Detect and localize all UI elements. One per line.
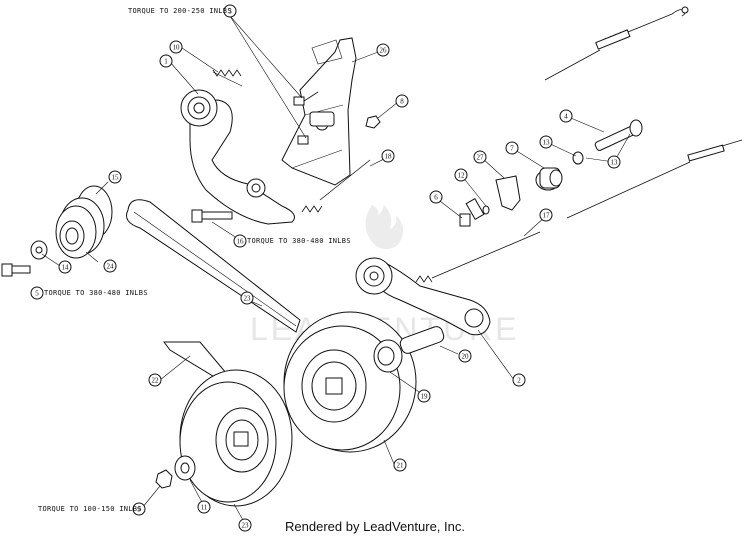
washer-13 <box>572 151 584 165</box>
nut-8 <box>365 115 381 129</box>
svg-text:23: 23 <box>242 522 250 530</box>
callout-22[interactable]: 22 <box>148 373 162 387</box>
svg-text:21: 21 <box>397 462 405 470</box>
svg-text:22: 22 <box>152 377 160 385</box>
callout-3[interactable]: 3 <box>223 4 237 18</box>
shaft-20 <box>399 326 445 354</box>
torque-note-9: TORQUE TO 100-150 INLBS <box>38 505 142 513</box>
svg-text:3: 3 <box>228 8 232 16</box>
bearing-19 <box>373 339 403 373</box>
callout-21[interactable]: 21 <box>393 458 407 472</box>
torque-note-16: TORQUE TO 380-480 INLBS <box>247 237 351 245</box>
callout-16[interactable]: 16 <box>233 234 247 248</box>
transmission-pulley <box>283 311 417 453</box>
callout-26[interactable]: 26 <box>376 43 390 57</box>
svg-text:18: 18 <box>385 153 393 161</box>
svg-text:27: 27 <box>477 154 485 162</box>
svg-text:9: 9 <box>137 506 141 514</box>
svg-text:5: 5 <box>35 290 39 298</box>
svg-text:16: 16 <box>237 238 245 246</box>
callout-5[interactable]: 5 <box>30 286 44 300</box>
svg-text:15: 15 <box>112 174 120 182</box>
svg-text:24: 24 <box>107 263 115 271</box>
bolt-16 <box>191 209 233 223</box>
svg-text:26: 26 <box>380 47 388 55</box>
callout-14[interactable]: 14 <box>58 260 72 274</box>
svg-text:23: 23 <box>244 295 252 303</box>
drive-belt <box>126 199 301 333</box>
callout-6[interactable]: 6 <box>429 190 443 204</box>
callout-2[interactable]: 2 <box>512 373 526 387</box>
callout-20[interactable]: 20 <box>458 349 472 363</box>
nut-9 <box>155 469 173 489</box>
bolt-5 <box>1 263 31 277</box>
control-cable <box>566 139 743 219</box>
callout-1[interactable]: 1 <box>159 54 173 68</box>
idler-arm-right <box>355 231 541 336</box>
svg-text:12: 12 <box>458 172 466 180</box>
throttle-cable <box>544 6 689 81</box>
callout-7[interactable]: 7 <box>505 141 519 155</box>
washer-12 <box>482 205 490 215</box>
svg-text:13: 13 <box>543 139 551 147</box>
svg-text:11: 11 <box>201 504 208 512</box>
svg-text:17: 17 <box>543 212 551 220</box>
idler-bracket <box>281 37 357 186</box>
svg-text:20: 20 <box>462 353 470 361</box>
callout-11[interactable]: 11 <box>197 500 211 514</box>
callout-4[interactable]: 4 <box>559 109 573 123</box>
torque-note-3: TORQUE TO 200-250 INLBS <box>128 7 232 15</box>
callout-10[interactable]: 10 <box>169 40 183 54</box>
bolt-3 <box>293 91 319 145</box>
lower-pulley <box>179 369 293 507</box>
engine-pulley <box>55 185 113 259</box>
spring-18 <box>301 159 371 213</box>
callout-27[interactable]: 27 <box>473 150 487 164</box>
svg-text:6: 6 <box>434 194 438 202</box>
callout-8[interactable]: 8 <box>395 94 409 108</box>
svg-text:19: 19 <box>421 393 429 401</box>
washer-11 <box>174 455 196 481</box>
svg-text:13: 13 <box>611 159 619 167</box>
idler-arm <box>180 69 295 225</box>
pin-4 <box>594 119 643 151</box>
svg-text:7: 7 <box>510 145 514 153</box>
callout-13b[interactable]: 13 <box>607 155 621 169</box>
callout-23[interactable]: 23 <box>240 291 254 305</box>
callout-15[interactable]: 15 <box>108 170 122 184</box>
washer-14 <box>30 240 48 260</box>
bracket-27 <box>495 175 521 211</box>
bushing-7 <box>535 167 563 191</box>
callout-24[interactable]: 24 <box>103 259 117 273</box>
svg-text:8: 8 <box>400 98 404 106</box>
callout-23b[interactable]: 23 <box>238 518 252 532</box>
callout-17[interactable]: 17 <box>539 208 553 222</box>
callout-18[interactable]: 18 <box>381 149 395 163</box>
svg-text:10: 10 <box>173 44 181 52</box>
svg-text:4: 4 <box>564 113 568 121</box>
svg-text:1: 1 <box>164 58 168 66</box>
torque-note-5: TORQUE TO 380-480 INLBS <box>44 289 148 297</box>
callout-19[interactable]: 19 <box>417 389 431 403</box>
svg-text:2: 2 <box>517 377 521 385</box>
footer-credit: Rendered by LeadVenture, Inc. <box>285 519 465 534</box>
bolt-6 <box>459 198 485 227</box>
svg-text:14: 14 <box>62 264 70 272</box>
callout-13[interactable]: 13 <box>539 135 553 149</box>
callout-9[interactable]: 9 <box>132 502 146 516</box>
callout-12[interactable]: 12 <box>454 168 468 182</box>
